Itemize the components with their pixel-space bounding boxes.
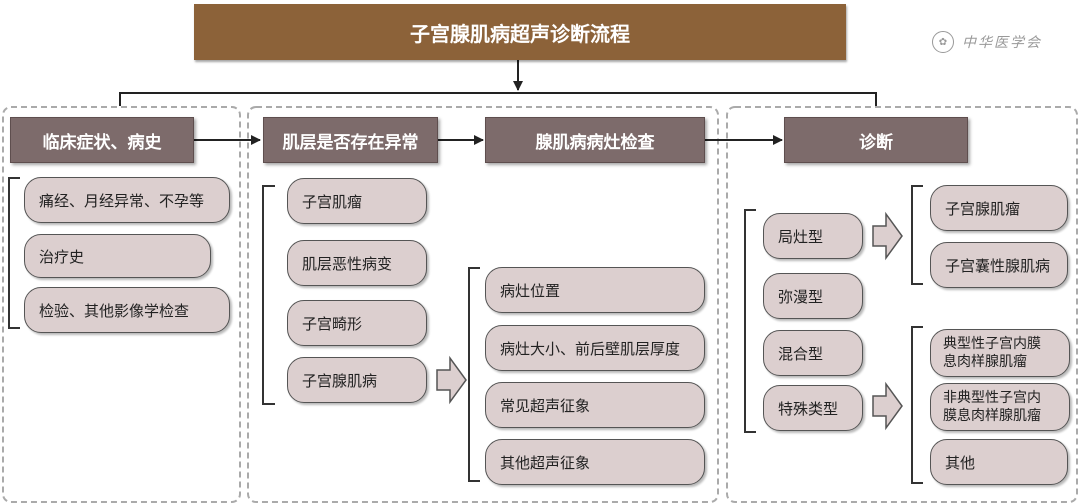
special-result: 其他 [930,439,1068,485]
lesion-item: 其他超声征象 [485,439,705,485]
type-item-label: 特殊类型 [778,399,839,418]
clinical-item: 治疗史 [24,234,211,278]
type-item: 特殊类型 [763,385,863,431]
myometrium-item-label: 子宫腺肌病 [302,371,378,390]
myometrium-item-label: 子宫畸形 [302,314,363,333]
diagram-title: 子宫腺肌病超声诊断流程 [194,4,846,60]
lesion-item: 病灶大小、前后壁肌层厚度 [485,325,705,371]
myometrium-item: 子宫腺肌病 [287,357,427,403]
block-arrow-icon [872,211,903,261]
clinical-item: 检验、其他影像学检查 [24,287,230,333]
type-item-label: 弥漫型 [778,287,824,306]
block-arrow-icon [872,381,903,431]
focal-result: 子宫腺肌瘤 [930,185,1068,231]
special-result-label: 典型性子宫内膜 息肉样腺肌瘤 [943,336,1041,370]
type-item: 局灶型 [763,213,863,259]
type-item: 弥漫型 [763,273,863,319]
clinical-item: 痛经、月经异常、不孕等 [24,177,230,223]
header-clinical: 临床症状、病史 [10,117,194,163]
lesion-item-label: 病灶大小、前后壁肌层厚度 [500,339,681,358]
special-result-label: 其他 [945,453,976,472]
lesion-item-label: 病灶位置 [500,281,561,300]
type-item-label: 混合型 [778,344,824,363]
header-myometrium: 肌层是否存在异常 [263,117,438,163]
clinical-item-label: 检验、其他影像学检查 [39,301,190,320]
focal-result-label: 子宫腺肌瘤 [945,199,1021,218]
header-lesion-exam: 腺肌病病灶检查 [485,117,705,163]
special-result: 典型性子宫内膜 息肉样腺肌瘤 [930,329,1070,377]
lesion-item-label: 其他超声征象 [500,453,591,472]
myometrium-item: 子宫畸形 [287,300,427,346]
watermark-text: 中华医学会 [962,35,1042,51]
focal-result-label: 子宫囊性腺肌病 [945,256,1051,275]
special-result: 非典型性子宫内 膜息肉样腺肌瘤 [930,383,1070,431]
myometrium-item: 子宫肌瘤 [287,178,427,224]
lesion-item: 常见超声征象 [485,382,705,428]
lesion-item: 病灶位置 [485,267,705,313]
lesion-item-label: 常见超声征象 [500,396,591,415]
focal-result: 子宫囊性腺肌病 [930,242,1068,288]
header-diagnosis: 诊断 [784,117,968,163]
watermark: ✿ 中华医学会 [932,27,1072,57]
block-arrow-icon [436,355,467,405]
myometrium-item-label: 肌层恶性病变 [302,254,393,273]
myometrium-item-label: 子宫肌瘤 [302,192,363,211]
clinical-item-label: 痛经、月经异常、不孕等 [39,191,205,210]
myometrium-item: 肌层恶性病变 [287,240,427,286]
special-result-label: 非典型性子宫内 膜息肉样腺肌瘤 [943,390,1041,424]
clinical-item-label: 治疗史 [39,247,85,266]
type-item-label: 局灶型 [778,227,824,246]
type-item: 混合型 [763,330,863,376]
wheel-seal-icon: ✿ [932,31,954,53]
